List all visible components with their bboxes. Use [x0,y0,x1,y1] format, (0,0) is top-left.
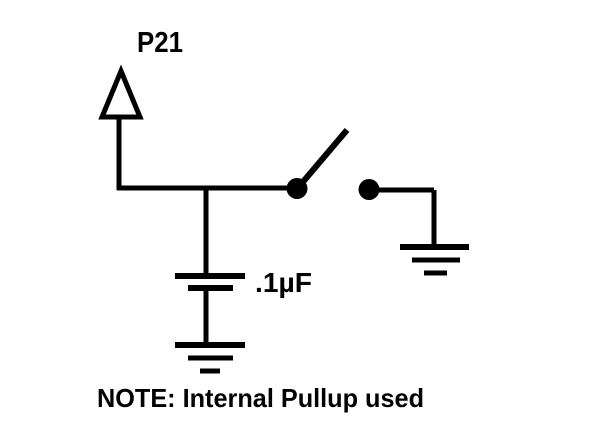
switch-ground-wire [369,187,437,249]
capacitor-value-label: .1µF [255,267,312,298]
power-arrow-icon [98,64,144,190]
main-net-wire [117,185,297,279]
switch-lever [299,128,350,185]
ground-symbol-left [175,342,245,374]
circuit-lines [98,64,469,374]
diagram-labels: P21 .1µF NOTE: Internal Pullup used [97,27,424,413]
pin-label: P21 [137,27,183,59]
ground-symbol-right [400,244,469,276]
capacitor-symbol [175,273,245,347]
switch-symbol [286,128,380,200]
note-text: NOTE: Internal Pullup used [97,383,424,413]
switch-contacts [286,178,380,200]
switch-contact-left [286,178,308,199]
power-arrow-triangle [98,64,144,120]
